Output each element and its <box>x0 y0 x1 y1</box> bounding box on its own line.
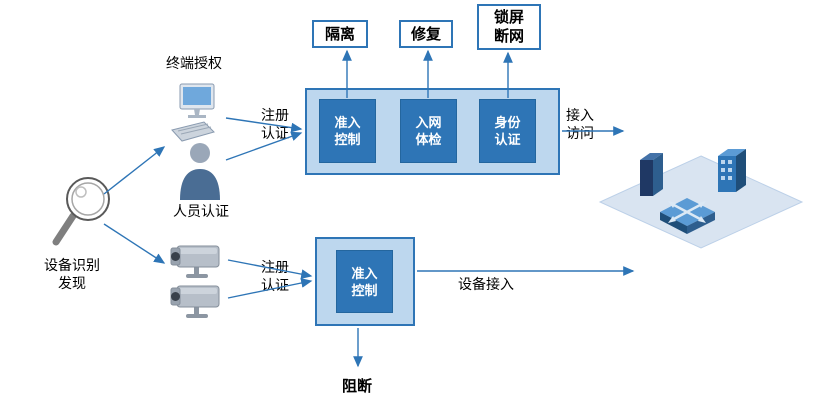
magnifier-icon <box>52 177 110 246</box>
stage-box-identity-auth: 身份 认证 <box>479 99 536 163</box>
register-auth-label-top: 注册 认证 <box>261 107 289 141</box>
device-discovery-label: 设备识别 发现 <box>44 257 100 291</box>
device-access-label: 设备接入 <box>458 276 514 292</box>
person-icon <box>180 143 220 200</box>
camera-icon <box>170 285 220 318</box>
camera-icon <box>170 245 220 278</box>
access-visit-label: 接入 访问 <box>566 107 594 141</box>
stage-box-device-access-control: 准入 控制 <box>336 250 393 313</box>
person-auth-label: 人员认证 <box>173 203 229 219</box>
stage-box-access-control: 准入 控制 <box>319 99 376 163</box>
action-box-isolate: 隔离 <box>312 20 368 48</box>
register-auth-label-bottom: 注册 认证 <box>261 259 289 293</box>
computer-icon <box>171 83 215 142</box>
action-box-repair: 修复 <box>399 20 453 48</box>
terminal-auth-label: 终端授权 <box>166 55 222 71</box>
action-box-lockscreen-disconnect: 锁屏 断网 <box>477 4 541 50</box>
stage-box-network-check: 入网 体检 <box>400 99 457 163</box>
block-label: 阻断 <box>341 378 372 395</box>
network-cluster-icon <box>598 149 804 249</box>
